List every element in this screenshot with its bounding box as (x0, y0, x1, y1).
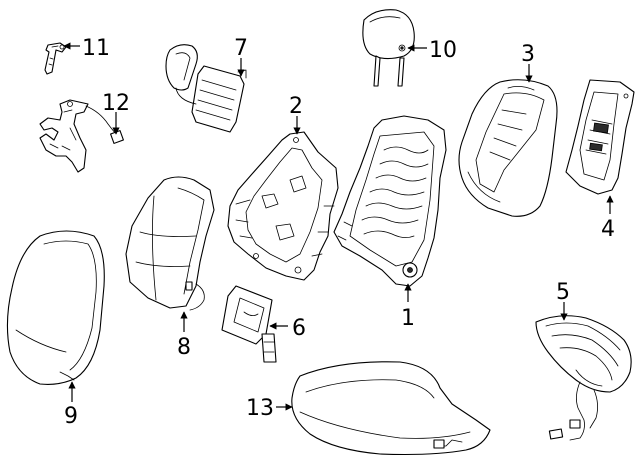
callout-11: 11 (82, 36, 110, 61)
part-11-bracket (44, 42, 67, 75)
callout-13: 13 (246, 396, 274, 421)
callout-3: 3 (521, 42, 535, 67)
callout-4: 4 (601, 217, 615, 242)
callout-10: 10 (429, 38, 457, 63)
part-5-cushion-heater (535, 315, 632, 441)
leader-lines (63, 42, 614, 411)
part-2-backrest-frame (227, 131, 339, 281)
part-10-headrest (362, 9, 415, 87)
callout-5: 5 (556, 280, 570, 305)
callout-7: 7 (234, 36, 248, 61)
part-9-trim-cover (6, 230, 105, 385)
callout-1: 1 (401, 306, 415, 331)
callout-2: 2 (289, 94, 303, 119)
part-3-backrest-shell (458, 79, 558, 217)
part-8-backrest-cover (125, 176, 215, 311)
callout-8: 8 (177, 335, 191, 360)
callout-9: 9 (64, 404, 78, 429)
callout-6: 6 (292, 316, 306, 341)
part-7-lumbar-assembly (165, 44, 247, 133)
part-4-rear-panel (565, 79, 635, 195)
part-1-backrest-suspension (333, 115, 447, 287)
callout-12: 12 (102, 91, 130, 116)
part-13-seat-cushion (291, 361, 491, 456)
callout-labels: 11 12 7 10 2 3 4 1 5 6 8 9 13 (64, 36, 615, 429)
part-6-module (221, 285, 277, 363)
